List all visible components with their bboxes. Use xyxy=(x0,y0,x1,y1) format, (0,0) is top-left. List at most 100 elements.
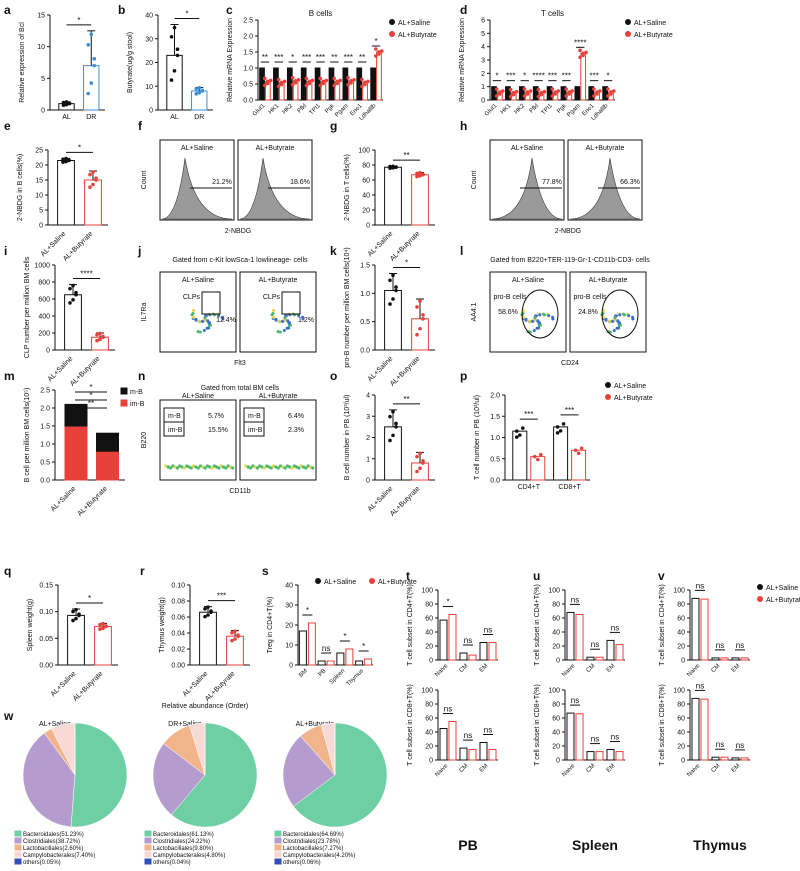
panel-i-bar-0 xyxy=(64,294,82,351)
panel-m-ytick-label: 2.0 xyxy=(40,406,50,413)
panel-l-density-dot xyxy=(543,313,547,317)
panel-j-density-dot xyxy=(272,315,276,319)
panel-l-gate xyxy=(521,289,559,339)
panel-l-density-dot xyxy=(611,319,615,323)
panel-v-bar-saline xyxy=(711,756,720,761)
panel-n-mb-label: m-B xyxy=(168,413,181,420)
panel-n-title: Gated from total BM cells xyxy=(201,385,280,392)
panel-i-ytick-label: 600 xyxy=(38,297,50,304)
panel-v-xtick-label: CM xyxy=(711,763,722,774)
panel-c-dot xyxy=(293,79,298,83)
panel-v-xtick-label: Naive xyxy=(686,663,702,679)
panel-k-dot xyxy=(391,297,395,301)
panel-v-bar-saline xyxy=(691,597,700,661)
panel-l-plot-frame xyxy=(489,271,567,353)
panel-l-density-dot xyxy=(607,319,611,323)
panel-q-ytick-label: 0.10 xyxy=(39,609,53,616)
panel-l-pct: 58.6% xyxy=(498,309,518,316)
panel-p-ylabel: T cell number in PB (10³/ul) xyxy=(474,395,481,480)
panel-g-xtick-label: AL+Saline xyxy=(367,230,395,258)
panel-t-sub0-ylabel: T cell subset in CD4+T(%) xyxy=(407,584,414,666)
panel-v-xtick-label: CM xyxy=(711,663,722,674)
panel-g-ytick-label: 100 xyxy=(358,148,370,155)
panel-n-density-dot xyxy=(255,466,260,470)
panel-i-dot xyxy=(74,292,78,297)
panel-q-dot xyxy=(74,607,78,612)
panel-d-dot xyxy=(528,89,533,93)
panel-q-dot xyxy=(77,613,81,618)
panel-p-dot xyxy=(536,457,540,462)
panel-t-sub1-ytick-label: 0 xyxy=(429,758,433,765)
pie-slice xyxy=(171,722,258,828)
panel-d-bar-butyrate xyxy=(580,52,587,101)
panel-c-sig: ** xyxy=(331,53,337,62)
panel-v-sig: ns xyxy=(716,740,724,749)
panel-t-sub1-ytick-label: 80 xyxy=(425,702,433,709)
panel-t-label: t xyxy=(406,569,410,583)
panel-j-gate-label: CLPs xyxy=(263,294,281,301)
panel-i-dot xyxy=(98,337,102,342)
panel-n-density-dot xyxy=(269,466,273,470)
panel-v-sub1-ytick-label: 100 xyxy=(673,688,685,695)
panel-g-bar-1 xyxy=(411,174,429,226)
panel-d-dot xyxy=(508,87,513,92)
panel-s-xtick-label: Thymus xyxy=(346,668,365,687)
panel-d-ytick-label: 0 xyxy=(481,98,485,105)
panel-d-dot xyxy=(539,90,544,95)
panel-l-density-dot xyxy=(604,317,608,321)
panel-c-dot xyxy=(304,76,309,81)
panel-c-bar-saline xyxy=(273,67,279,101)
panel-n-density-dot xyxy=(169,466,173,470)
panel-k-ytick-label: 0.5 xyxy=(360,319,370,326)
panel-s-xtick-label: BM xyxy=(298,668,309,679)
panel-j-density-dot xyxy=(287,323,291,327)
panel-r-sig: *** xyxy=(217,592,226,601)
panel-e-dot xyxy=(64,159,68,164)
panel-k-dot xyxy=(415,332,419,337)
panel-r-dot xyxy=(236,634,240,638)
panel-l-density-dot xyxy=(522,315,526,319)
panel-p-label: p xyxy=(460,369,467,383)
panel-d-dot xyxy=(522,87,527,91)
panel-j-density-dot xyxy=(206,319,210,323)
panel-r-ytick-label: 0.08 xyxy=(171,599,185,606)
panel-n-mb-pct: 5.7% xyxy=(208,413,224,420)
panel-d-dot xyxy=(578,55,582,60)
panel-c-dot xyxy=(310,78,315,83)
panel-q-dot xyxy=(101,621,105,626)
panel-b-dot xyxy=(197,85,202,90)
panel-j-density-dot xyxy=(194,317,198,321)
panel-v-label: v xyxy=(658,569,665,583)
panel-j-pct: 1.2% xyxy=(298,317,314,324)
panel-a-ytick-label: 0 xyxy=(41,108,45,115)
panel-u-sig: ns xyxy=(611,733,619,742)
panel-d-dot xyxy=(564,87,568,91)
panel-n-imb-label: im-B xyxy=(248,427,263,434)
panel-r-bar-0 xyxy=(199,611,217,666)
panel-c-dot xyxy=(290,83,295,87)
panel-u-sub1-ytick-label: 0 xyxy=(556,758,560,765)
panel-s-ytick-label: 0 xyxy=(289,663,293,670)
panel-t-bar-butyrate xyxy=(468,654,477,661)
panel-g-ytick-label: 40 xyxy=(362,193,370,200)
panel-c-sig: * xyxy=(291,53,294,62)
panel-c-dot xyxy=(276,77,281,82)
panel-m-ytick-label: 1.0 xyxy=(40,442,50,449)
legend-saline-dot xyxy=(315,578,321,584)
panel-c-dot xyxy=(290,76,295,80)
panel-u-bar-butyrate xyxy=(595,751,604,761)
panel-b-ylabel: Butyrate(ug/g stool) xyxy=(127,32,134,93)
panel-p-dot xyxy=(573,448,578,453)
panel-u-bar-saline xyxy=(566,712,575,761)
panel-v-sig: ns xyxy=(736,741,744,750)
panel-g-dot xyxy=(415,174,419,179)
panel-j-plot-frame xyxy=(239,271,317,353)
panel-t-xtick-label: Naive xyxy=(434,763,450,779)
panel-k-dot xyxy=(415,305,419,309)
panel-g-dot xyxy=(388,166,392,170)
panel-d-dot xyxy=(522,94,527,98)
panel-p-ytick-label: 1.0 xyxy=(490,435,500,442)
panel-k-sig: * xyxy=(405,259,408,268)
panel-c-dot xyxy=(374,47,378,51)
pie-legend-item: Clostridiales(24.22%) xyxy=(153,839,210,845)
